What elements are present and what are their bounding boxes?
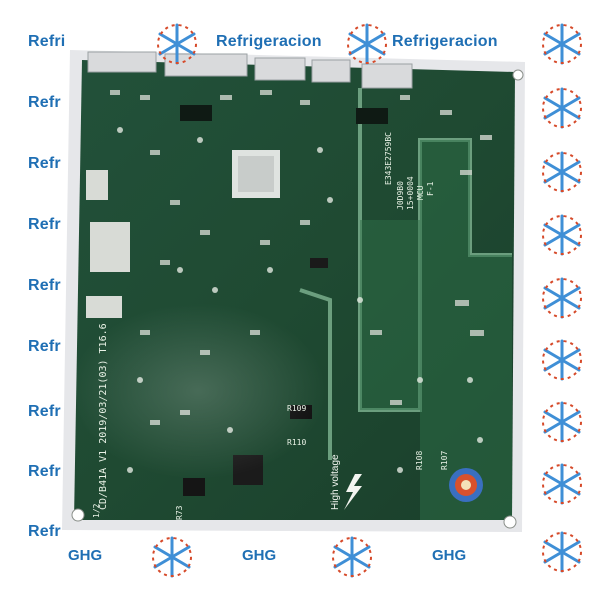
watermark-text: Refrigeracion (392, 33, 498, 50)
watermark-text: Refr (28, 338, 61, 355)
pcb-code: F-1 (426, 181, 435, 196)
snowflake-icon (347, 23, 387, 65)
resistor-label: R107 (440, 450, 449, 470)
watermark-ghg: GHG (68, 547, 103, 564)
pcb-code: 15+0004 (406, 176, 415, 210)
watermark-text: Refr (28, 463, 61, 480)
pcb-part-code: E343E2759BC (384, 132, 393, 185)
watermark-ghg: GHG (242, 547, 277, 564)
watermark-text: Refrigeracion (216, 33, 322, 50)
pcb-code: J0D9B0 (396, 181, 405, 210)
high-voltage-label: High voltage (330, 454, 341, 510)
resistor-label: R109 (287, 404, 307, 413)
snowflake-icon (542, 401, 582, 443)
watermark-text: Refr (28, 523, 61, 540)
resistor-label: R110 (287, 438, 307, 447)
high-voltage-icon (344, 474, 362, 510)
snowflake-icon (157, 23, 197, 65)
watermark-text: Refr (28, 277, 61, 294)
watermark-text: Refr (28, 94, 61, 111)
snowflake-icon (542, 531, 582, 573)
snowflake-icon (542, 87, 582, 129)
snowflake-icon (332, 536, 372, 578)
watermark-text: Refr (28, 216, 61, 233)
resistor-label: R73 (175, 505, 184, 520)
snowflake-icon (542, 214, 582, 256)
resistor-label: R108 (415, 450, 424, 470)
watermark-text: Refri (28, 33, 66, 50)
snowflake-icon (542, 277, 582, 319)
brand-sticker (449, 468, 483, 502)
board-revision-code: CD/B41A V1 2019/03/21(03) T16.6 (98, 323, 109, 510)
watermark-ghg: GHG (432, 547, 467, 564)
snowflake-icon (152, 536, 192, 578)
page-mark: 1/2 (92, 503, 101, 518)
snowflake-icon (542, 23, 582, 65)
mounting-holes (71, 69, 524, 529)
snowflake-icon (542, 151, 582, 193)
pcb-code: MCU (416, 185, 425, 200)
snowflake-icon (542, 463, 582, 505)
snowflake-icon (542, 339, 582, 381)
top-connectors (87, 51, 413, 89)
watermark-text: Refr (28, 155, 61, 172)
watermark-text: Refr (28, 403, 61, 420)
